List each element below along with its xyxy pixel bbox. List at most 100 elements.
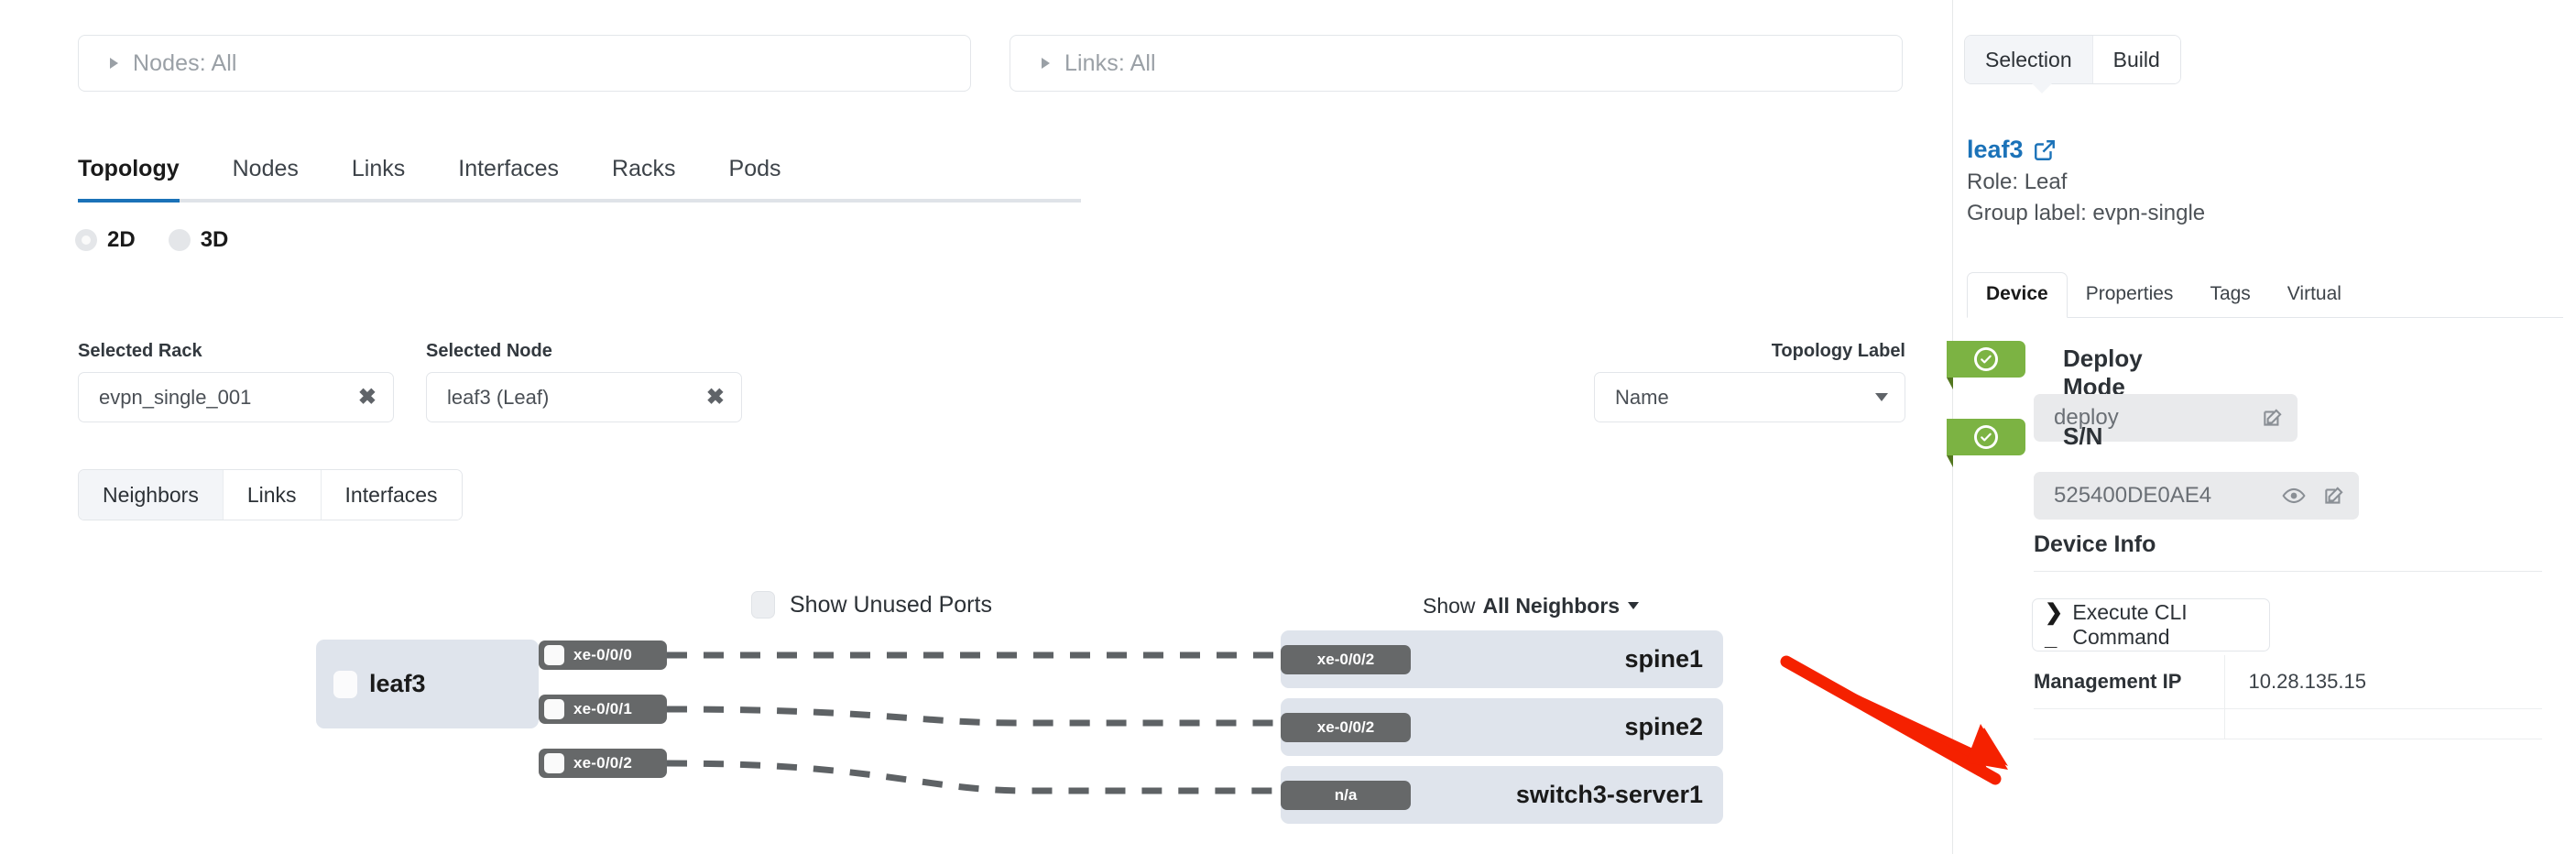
topology-label-value: Name [1615, 385, 1669, 409]
device-title-row: leaf3 [1967, 136, 2205, 164]
tab-racks[interactable]: Racks [612, 156, 676, 181]
info-key: Management IP [2034, 655, 2225, 709]
chevron-right-icon [1042, 58, 1050, 69]
selected-node-group: Selected Node leaf3 (Leaf) ✖ [426, 341, 742, 422]
topology-graph: leaf3 xe-0/0/0 xe-0/0/1 xe-0/0/2 xe-0/0/… [0, 630, 1952, 854]
external-link-icon[interactable] [2033, 138, 2057, 162]
subtab-links[interactable]: Links [223, 470, 322, 520]
chevron-right-icon [110, 58, 118, 69]
peer-port-label: xe-0/0/2 [1281, 712, 1411, 742]
info-key [2034, 708, 2225, 739]
port-checkbox-icon[interactable] [544, 753, 564, 773]
panel-tab-build[interactable]: Build [2092, 36, 2180, 83]
ribbon-fold [1947, 378, 1953, 389]
device-tab-tags[interactable]: Tags [2210, 283, 2251, 304]
show-unused-ports-checkbox[interactable]: Show Unused Ports [751, 591, 992, 619]
chevron-down-icon [1628, 602, 1640, 609]
serial-number-title: S/N [2063, 422, 2103, 450]
device-info-header: Device Info [2034, 531, 2542, 572]
node-checkbox-icon[interactable] [333, 670, 357, 698]
topology-label-select[interactable]: Name [1594, 372, 1905, 422]
peer-port-label: xe-0/0/2 [1281, 644, 1411, 674]
selected-node-label: Selected Node [426, 341, 552, 361]
selected-node-select[interactable]: leaf3 (Leaf) ✖ [426, 372, 742, 422]
edit-icon[interactable] [2261, 406, 2285, 430]
radio-3d[interactable]: 3D [168, 227, 228, 253]
port-checkbox-icon[interactable] [544, 645, 564, 665]
link-line-2 [666, 760, 1281, 794]
topology-peer-spine1[interactable]: xe-0/0/2 spine1 [1281, 630, 1723, 688]
table-row [2034, 708, 2542, 739]
node-name-label: leaf3 [369, 670, 426, 697]
info-value: 10.28.135.15 [2224, 655, 2542, 709]
topology-peer-spine2[interactable]: xe-0/0/2 spine2 [1281, 698, 1723, 756]
tab-links[interactable]: Links [351, 156, 406, 181]
device-tab-virtual[interactable]: Virtual [2287, 283, 2341, 304]
tab-topology[interactable]: Topology [78, 156, 180, 203]
selected-rack-label: Selected Rack [78, 341, 202, 361]
tab-interfaces[interactable]: Interfaces [458, 156, 560, 181]
execute-cli-command-button[interactable]: ❯_ Execute CLI Command [2032, 598, 2270, 651]
topology-node-leaf3[interactable]: leaf3 [316, 640, 539, 728]
tab-pods[interactable]: Pods [728, 156, 781, 181]
deploy-mode-value: deploy [2054, 405, 2119, 430]
device-tab-properties[interactable]: Properties [2085, 283, 2174, 304]
panel-tab-pointer [2032, 83, 2052, 93]
serial-number-value: 525400DE0AE4 [2054, 483, 2212, 508]
nodes-filter-bar[interactable]: Nodes: All [78, 35, 971, 92]
show-neighbors-dropdown[interactable]: Show All Neighbors [1423, 594, 1640, 619]
links-filter-bar[interactable]: Links: All [1010, 35, 1903, 92]
check-circle-icon [1974, 347, 1998, 371]
status-ribbon [1947, 419, 2025, 455]
device-title-link[interactable]: leaf3 [1967, 136, 2024, 163]
port-chip-2[interactable]: xe-0/0/2 [539, 749, 667, 778]
ribbon-fold [1947, 455, 1953, 467]
radio-dot-icon [168, 229, 191, 251]
device-group-line: Group label: evpn-single [1967, 201, 2206, 225]
peer-port-label: n/a [1281, 780, 1411, 810]
execute-cli-command-label: Execute CLI Command [2072, 600, 2188, 649]
peer-name-label: spine1 [1624, 645, 1703, 673]
panel-tab-selection[interactable]: Selection [1965, 36, 2093, 83]
selected-node-value: leaf3 (Leaf) [447, 385, 550, 409]
device-info-title: Device Info [2034, 531, 2542, 572]
clear-icon[interactable]: ✖ [705, 384, 725, 410]
port-chip-1[interactable]: xe-0/0/1 [539, 695, 667, 724]
radio-2d[interactable]: 2D [75, 227, 136, 253]
terminal-prompt-icon: ❯_ [2045, 599, 2063, 651]
port-label: xe-0/0/0 [573, 646, 632, 663]
topology-label-caption: Topology Label [1771, 341, 1905, 361]
subtab-interfaces[interactable]: Interfaces [321, 470, 462, 520]
peer-name-label: spine2 [1624, 713, 1703, 740]
device-tab-device[interactable]: Device [1967, 272, 2068, 318]
show-unused-ports-label: Show Unused Ports [790, 591, 992, 618]
topology-link-lines [666, 651, 1281, 794]
port-chip-0[interactable]: xe-0/0/0 [539, 640, 667, 670]
clear-icon[interactable]: ✖ [357, 384, 377, 410]
neighbor-view-tab-group: Neighbors Links Interfaces [78, 469, 463, 520]
selected-rack-select[interactable]: evpn_single_001 ✖ [78, 372, 394, 422]
topology-peer-switch3-server1[interactable]: n/a switch3-server1 [1281, 766, 1723, 824]
serial-number-field: 525400DE0AE4 [2034, 472, 2359, 520]
device-role-line: Role: Leaf [1967, 170, 2068, 194]
peer-name-label: switch3-server1 [1515, 781, 1703, 808]
eye-icon[interactable] [2282, 484, 2306, 508]
checkbox-icon [751, 591, 775, 619]
right-side-panel: Selection Build leaf3 Role: Leaf Group l… [1947, 0, 2576, 854]
chevron-down-icon [1875, 393, 1888, 401]
device-header: leaf3 Role: Leaf Group label: evpn-singl… [1967, 136, 2205, 226]
device-tab-bar: Device Properties Tags Virtual [1967, 270, 2563, 318]
selected-rack-value: evpn_single_001 [99, 385, 252, 409]
tab-nodes[interactable]: Nodes [232, 156, 299, 181]
info-value [2224, 708, 2542, 739]
subtab-neighbors[interactable]: Neighbors [79, 470, 224, 520]
edit-icon[interactable] [2322, 484, 2346, 508]
radio-dot-icon [75, 229, 97, 251]
device-info-table: Management IP 10.28.135.15 [2034, 655, 2542, 739]
port-label: xe-0/0/1 [573, 700, 632, 717]
port-checkbox-icon[interactable] [544, 699, 564, 719]
main-tab-bar: Topology Nodes Links Interfaces Racks Po… [78, 156, 1081, 203]
port-label: xe-0/0/2 [573, 754, 632, 772]
check-circle-icon [1974, 425, 1998, 449]
